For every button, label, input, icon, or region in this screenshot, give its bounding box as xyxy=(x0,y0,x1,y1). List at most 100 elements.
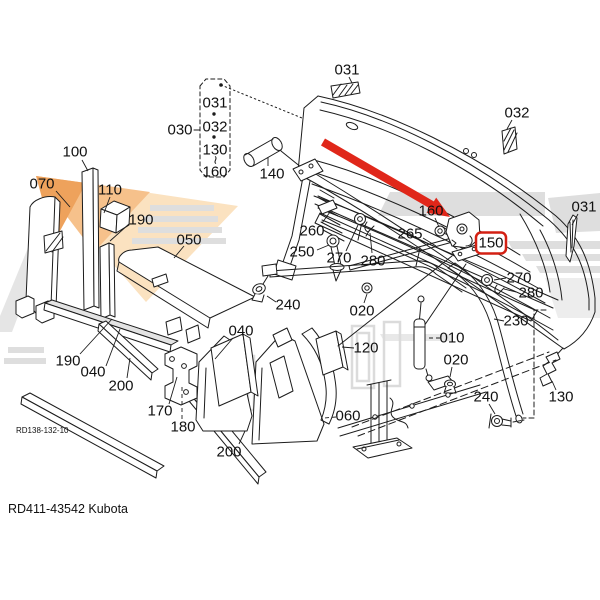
part-label-190: 190 xyxy=(128,212,153,229)
seal-strip-032 xyxy=(501,126,518,155)
part-label-020: 020 xyxy=(349,303,374,320)
part-label-100: 100 xyxy=(62,144,87,161)
leader-line-032 xyxy=(506,119,513,130)
part-label-250: 250 xyxy=(289,244,314,261)
part-label-190: 190 xyxy=(55,353,80,370)
leader-line-190 xyxy=(79,318,113,355)
cotter-pin-280-left xyxy=(364,221,375,237)
leader-line-031 xyxy=(348,76,353,84)
knob-240-left xyxy=(251,283,266,303)
bracket-260 xyxy=(317,199,338,215)
washer-270-right xyxy=(481,274,493,286)
leader-line-020 xyxy=(363,293,368,304)
part-label-170: 170 xyxy=(147,403,172,420)
part-label-200: 200 xyxy=(216,444,241,461)
pad-040-right xyxy=(210,333,259,407)
bolt-240-right xyxy=(488,413,525,429)
part-label-230: 230 xyxy=(503,313,528,330)
part-label-031: 031 xyxy=(202,95,227,112)
bolt-250 xyxy=(326,234,345,282)
leader-line-070 xyxy=(55,190,71,208)
part-label-130: 130 xyxy=(202,142,227,159)
leader-line-170 xyxy=(168,376,178,405)
bolt-160 xyxy=(434,225,454,239)
leader-line-280 xyxy=(369,232,373,254)
part-label-020: 020 xyxy=(443,352,468,369)
part-label-160: 160 xyxy=(418,203,443,220)
leader-line-240 xyxy=(488,403,496,415)
leader-line-060 xyxy=(323,416,337,419)
part-label-031: 031 xyxy=(571,199,596,216)
leader-line-020 xyxy=(449,366,453,378)
stay-bar-100 xyxy=(81,167,100,311)
gusset-panel-060 xyxy=(251,327,337,445)
part-label-280: 280 xyxy=(518,285,543,302)
leader-line-120 xyxy=(341,346,355,349)
clip-130 xyxy=(539,351,561,387)
drawing-ref-code: RD138-132-10 xyxy=(16,426,69,435)
support-rod-assembly xyxy=(261,260,467,293)
part-label-270: 270 xyxy=(506,270,531,287)
stay-bar-190 xyxy=(99,242,116,320)
leader-line-240 xyxy=(266,295,277,303)
leader-line-270 xyxy=(493,277,507,281)
stand-bracket xyxy=(352,379,413,459)
pointer-arrow-shaft xyxy=(320,138,435,209)
trim-strip-200-lower xyxy=(20,392,165,479)
side-panel-070 xyxy=(25,196,64,317)
part-label-180: 180 xyxy=(170,419,195,436)
part-label-240: 240 xyxy=(473,389,498,406)
cover-panel-050 xyxy=(116,246,256,329)
leader-line-130 xyxy=(551,380,557,391)
leader-line-230 xyxy=(493,318,505,322)
pointer-arrow xyxy=(320,138,450,217)
part-label-040: 040 xyxy=(228,323,253,340)
leader-line-270 xyxy=(345,224,359,252)
seal-strip-031 xyxy=(330,81,361,99)
part-label-270: 270 xyxy=(326,250,351,267)
part-label-032: 032 xyxy=(202,119,227,136)
part-label-200: 200 xyxy=(108,378,133,395)
trim-strip-200-upper xyxy=(97,320,159,381)
leader-line-250 xyxy=(316,244,330,251)
part-label-240: 240 xyxy=(275,297,300,314)
pointer-arrow-head xyxy=(426,197,450,217)
dashed-bracket-right xyxy=(522,309,547,419)
leader-line-110 xyxy=(103,196,111,214)
part-label-120: 120 xyxy=(353,340,378,357)
part-label-280: 280 xyxy=(360,253,385,270)
highlight-box-150 xyxy=(474,231,508,255)
leader-line-200 xyxy=(126,357,131,379)
diagram-linework xyxy=(15,78,596,485)
leader-line-040 xyxy=(105,328,121,367)
part-label-140: 140 xyxy=(259,166,284,183)
part-label-130: 130 xyxy=(548,389,573,406)
part-label-~: ~ xyxy=(207,156,224,165)
part-label-260: 260 xyxy=(299,223,324,240)
footer-part-code: RD411-43542 Kubota xyxy=(8,502,128,516)
part-label-110: 110 xyxy=(98,182,122,199)
hinge-pin-140 xyxy=(243,137,308,173)
part-label-031: 031 xyxy=(334,62,359,79)
part-label-030: 030 xyxy=(167,122,192,139)
part-label-032: 032 xyxy=(504,105,529,122)
leader-line-260 xyxy=(321,211,331,224)
leader-line-050 xyxy=(173,245,185,259)
leader-line-160 xyxy=(434,217,440,228)
bracket-170-180 xyxy=(164,346,198,406)
leader-line-280 xyxy=(503,288,517,293)
leader-line-265 xyxy=(422,237,437,247)
pad-120 xyxy=(315,330,349,376)
leader-line-100 xyxy=(81,159,89,172)
cotter-pin-280-right xyxy=(494,284,505,295)
leader-line-031 xyxy=(571,213,579,226)
blade-seal-031-right xyxy=(565,214,578,263)
leader-line-190 xyxy=(109,223,130,242)
part-label-160: 160 xyxy=(202,164,227,181)
grommet-020-right xyxy=(443,379,457,394)
nut-020-mid xyxy=(361,282,373,294)
small-blocks-left xyxy=(15,295,201,344)
